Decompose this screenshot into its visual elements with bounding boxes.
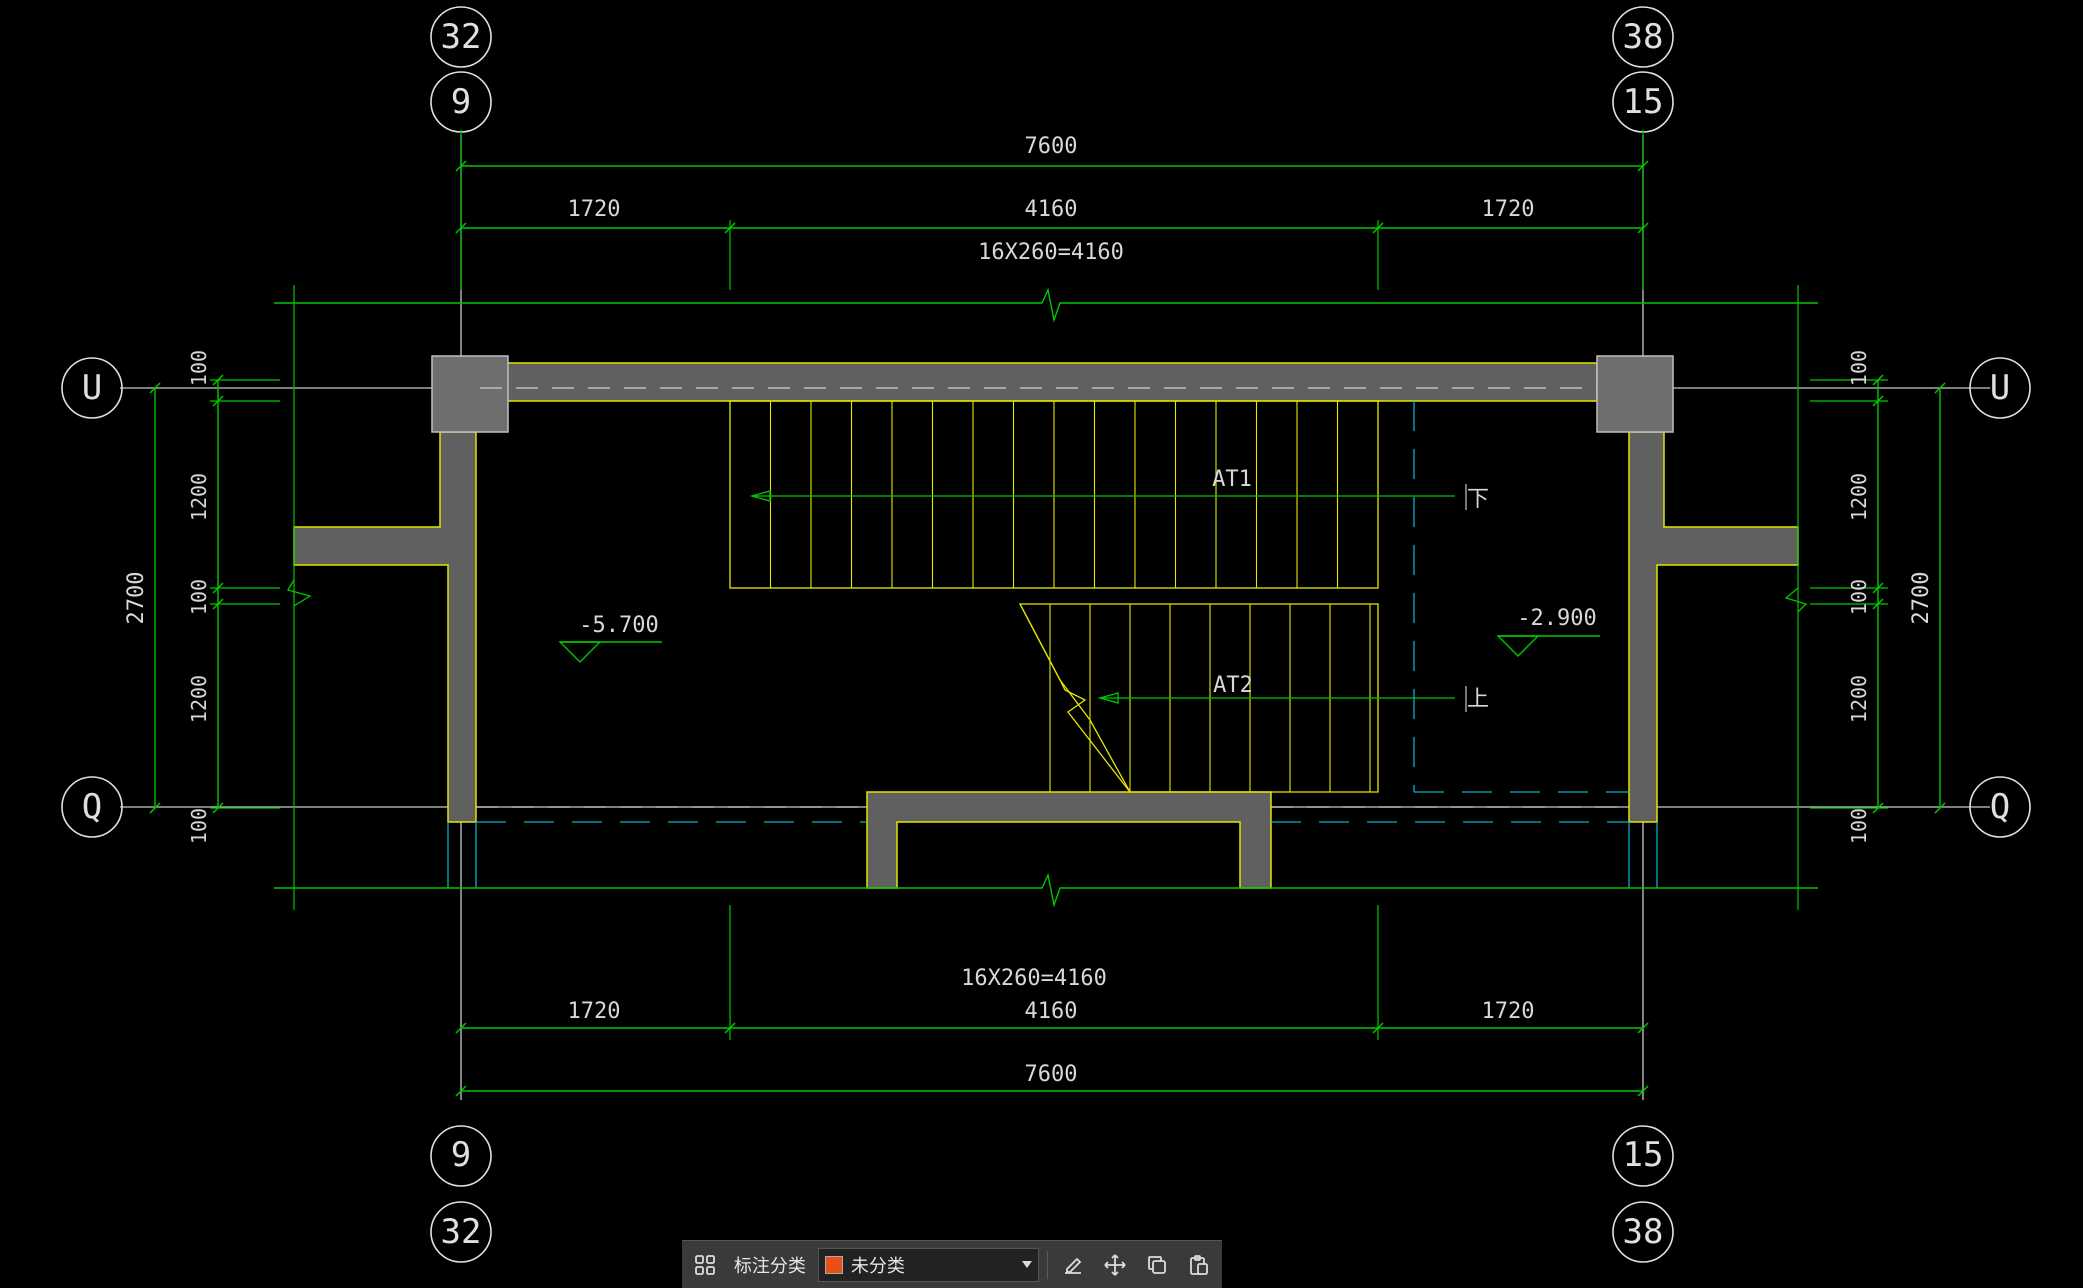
elevation-marker-left (558, 641, 602, 663)
dim-left-100-top: 100 (187, 350, 211, 386)
grid-axis-label-q-right: Q (1990, 787, 2010, 827)
dim-top-steps: 16X260=4160 (978, 240, 1124, 265)
paste-button[interactable] (1182, 1248, 1216, 1282)
grid-bubble-col-5 (430, 1201, 492, 1263)
dim-right-100-bottom: 100 (1847, 808, 1871, 844)
stair-at2-arrowhead (1097, 692, 1119, 704)
dim-left-total: 2700 (124, 572, 149, 625)
grid-axis-label-15-top: 15 (1623, 82, 1664, 122)
stair-at1-arrowhead (749, 490, 771, 502)
grid-apps-button[interactable] (688, 1248, 722, 1282)
stair-at2-break-line (1019, 603, 1131, 793)
grid-apps-icon (695, 1254, 715, 1275)
dim-right-total: 2700 (1909, 572, 1934, 625)
flight-label-at1: AT1 (1212, 467, 1252, 492)
dim-right-100-top: 100 (1847, 350, 1871, 386)
grid-axis-label-32-top: 32 (441, 17, 482, 57)
grid-axis-label-15-bottom: 15 (1623, 1135, 1664, 1175)
column-right (1596, 355, 1674, 433)
wall-bottom-landing (866, 791, 1272, 889)
category-select[interactable]: 未分类 (817, 1247, 1040, 1282)
grid-bubble-col-7 (1612, 1201, 1674, 1263)
grid-bubble-col-0 (430, 6, 492, 68)
copy-icon (1148, 1255, 1167, 1274)
wall-top (479, 362, 1598, 402)
dim-bottom-steps: 16X260=4160 (961, 966, 1107, 991)
break-mark-right (1784, 587, 1808, 613)
grid-bubble-row-3 (1969, 776, 2031, 838)
grid-axis-label-q-left: Q (82, 787, 102, 827)
grid-bubble-col-4 (430, 1125, 492, 1187)
grid-bubble-row-1 (1969, 357, 2031, 419)
drawing-geometry (61, 6, 2031, 1263)
grid-axis-label-u-left: U (82, 368, 102, 408)
drawing-texts: 32 9 38 15 9 32 15 38 U U Q Q 7600 1720 … (82, 17, 2010, 1252)
dim-tick-bottom-total-r (1637, 1085, 1649, 1097)
dim-top-middle: 4160 (1025, 197, 1078, 222)
grid-axis-label-38-bottom: 38 (1623, 1212, 1664, 1252)
move-button[interactable] (1098, 1248, 1132, 1282)
grid-bubble-row-2 (61, 776, 123, 838)
grid-bubble-col-6 (1612, 1125, 1674, 1187)
elevation-right-label: -2.900 (1517, 606, 1596, 631)
dim-tick-right-total-b (1934, 802, 1946, 814)
dim-right-1200-top: 1200 (1847, 473, 1871, 521)
annotation-toolbar: 标注分类 未分类 (682, 1240, 1222, 1288)
grid-axis-label-38-top: 38 (1623, 17, 1664, 57)
dim-top-left: 1720 (568, 197, 621, 222)
dim-tick-left-total-t (149, 382, 161, 394)
grid-axis-label-9-top: 9 (451, 82, 471, 122)
dim-left-1200-bottom: 1200 (187, 675, 211, 723)
dim-bottom-right: 1720 (1482, 999, 1535, 1024)
break-line-top (274, 287, 1818, 323)
copy-button[interactable] (1140, 1248, 1174, 1282)
edit-button[interactable] (1056, 1248, 1090, 1282)
grid-axis-label-u-right: U (1990, 368, 2010, 408)
dim-tick-bottom-total-l (455, 1085, 467, 1097)
dim-top-total: 7600 (1025, 134, 1078, 159)
category-color-swatch (824, 1255, 843, 1274)
direction-down-label: 下 (1467, 487, 1489, 512)
wall-right (1628, 431, 1799, 823)
dim-tick-bottom-seg-3 (1637, 1022, 1649, 1034)
grid-bubble-row-0 (61, 357, 123, 419)
direction-up-label: 上 (1467, 687, 1489, 712)
dim-left-100-bottom: 100 (187, 808, 211, 844)
break-mark-left (287, 579, 312, 607)
category-select-value: 未分类 (850, 1255, 905, 1277)
edit-icon (1065, 1257, 1082, 1274)
break-line-bottom (274, 872, 1818, 908)
paste-icon (1190, 1254, 1208, 1275)
dim-bottom-left: 1720 (568, 999, 621, 1024)
move-icon (1104, 1253, 1126, 1276)
column-left (431, 355, 509, 433)
dim-right-1200-bottom: 1200 (1847, 675, 1871, 723)
dim-tick-left-total-b (149, 802, 161, 814)
dim-tick-right-total-t (1934, 382, 1946, 394)
grid-axis-label-32-bottom: 32 (441, 1212, 482, 1252)
dim-bottom-middle: 4160 (1025, 999, 1078, 1024)
category-label: 标注分类 (733, 1255, 806, 1277)
dim-top-right: 1720 (1482, 197, 1535, 222)
grid-axis-label-9-bottom: 9 (451, 1135, 471, 1175)
dim-tick-bottom-seg-0 (455, 1022, 467, 1034)
wall-left (293, 431, 477, 823)
elevation-left-label: -5.700 (579, 613, 658, 638)
chevron-down-icon (1022, 1260, 1033, 1268)
dim-bottom-total: 7600 (1025, 1062, 1078, 1087)
elevation-marker-right (1496, 635, 1540, 657)
toolbar-divider (1047, 1250, 1049, 1279)
dim-left-100-mid: 100 (187, 579, 211, 615)
flight-label-at2: AT2 (1213, 673, 1253, 698)
grid-bubble-col-2 (1612, 6, 1674, 68)
dim-left-1200-top: 1200 (187, 473, 211, 521)
dim-right-100-mid: 100 (1847, 579, 1871, 615)
